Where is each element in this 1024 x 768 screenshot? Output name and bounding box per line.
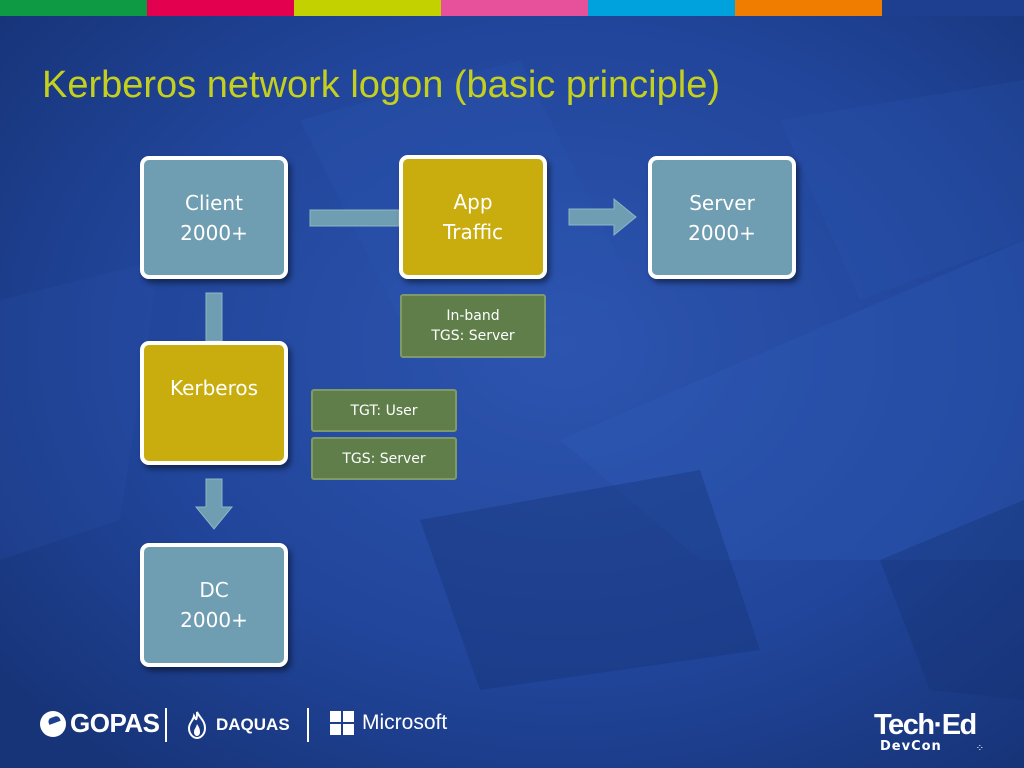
- flame-icon: [187, 711, 207, 740]
- gopas-logo: GOPAS: [40, 708, 160, 739]
- top-color-stripe: [0, 0, 1024, 16]
- kerberos-node-label-line-1: Kerberos: [169, 376, 259, 400]
- dc-node-label-line-1: DC: [199, 578, 229, 602]
- client-node-label-line-2: 2000+: [180, 221, 248, 245]
- kerberos-node: Kerberos: [140, 341, 288, 465]
- tgs-server-tag-label: TGS: Server: [342, 450, 426, 467]
- color-stripe-segment: [588, 0, 735, 16]
- app-traffic-node-label-line-2: Traffic: [442, 220, 504, 244]
- color-stripe-segment: [147, 0, 294, 16]
- tgt-user-tag-label: TGT: User: [350, 402, 418, 419]
- teched-logo-text: Tech·Ed: [874, 709, 977, 741]
- server-node-label-line-1: Server: [689, 191, 755, 215]
- color-stripe-segment: [294, 0, 441, 16]
- color-stripe-segment: [882, 0, 1024, 16]
- client-node-label-line-1: Client: [185, 191, 243, 215]
- devcon-logo-text: DevCon: [880, 739, 942, 754]
- connector-arrow-client-to-app_traffic: [309, 209, 400, 227]
- tgt-user-tag: TGT: User: [311, 389, 457, 432]
- gopas-mark-icon: [40, 710, 66, 737]
- color-stripe-segment: [0, 0, 147, 16]
- inband-ticket-tag-line-1: In-band: [446, 308, 500, 324]
- microsoft-logo: Microsoft: [330, 711, 447, 735]
- server-node: Server 2000+: [648, 156, 796, 279]
- tgs-server-tag: TGS: Server: [311, 437, 457, 480]
- color-stripe-segment: [441, 0, 588, 16]
- teched-devcon-logo: Tech·Ed DevCon ⁘: [874, 710, 994, 754]
- dots-icon: ⁘: [975, 743, 984, 754]
- connector-arrow-client-to-kerberos: [205, 292, 223, 342]
- dc-node-label-line-2: 2000+: [180, 608, 248, 632]
- windows-grid-icon: [330, 711, 354, 735]
- daquas-logo: DAQUAS: [184, 710, 290, 740]
- footer-separator: [165, 708, 167, 742]
- inband-ticket-tag: In-band TGS: Server: [400, 294, 546, 358]
- color-stripe-segment: [735, 0, 882, 16]
- dc-node: DC 2000+: [140, 543, 288, 667]
- app-traffic-node: App Traffic: [399, 155, 547, 279]
- app-traffic-node-label-line-1: App: [453, 190, 493, 214]
- microsoft-logo-text: Microsoft: [362, 711, 448, 734]
- server-node-label-line-2: 2000+: [688, 221, 756, 245]
- connector-arrow-kerberos-to-dc: [194, 478, 234, 530]
- gopas-logo-text: GOPAS: [70, 708, 160, 738]
- client-node: Client 2000+: [140, 156, 288, 279]
- inband-ticket-tag-line-2: TGS: Server: [431, 328, 515, 344]
- slide-title: Kerberos network logon (basic principle): [42, 64, 720, 106]
- daquas-logo-text: DAQUAS: [216, 715, 290, 734]
- footer-separator: [307, 708, 309, 742]
- connector-arrow-app_traffic-to-server: [568, 197, 637, 237]
